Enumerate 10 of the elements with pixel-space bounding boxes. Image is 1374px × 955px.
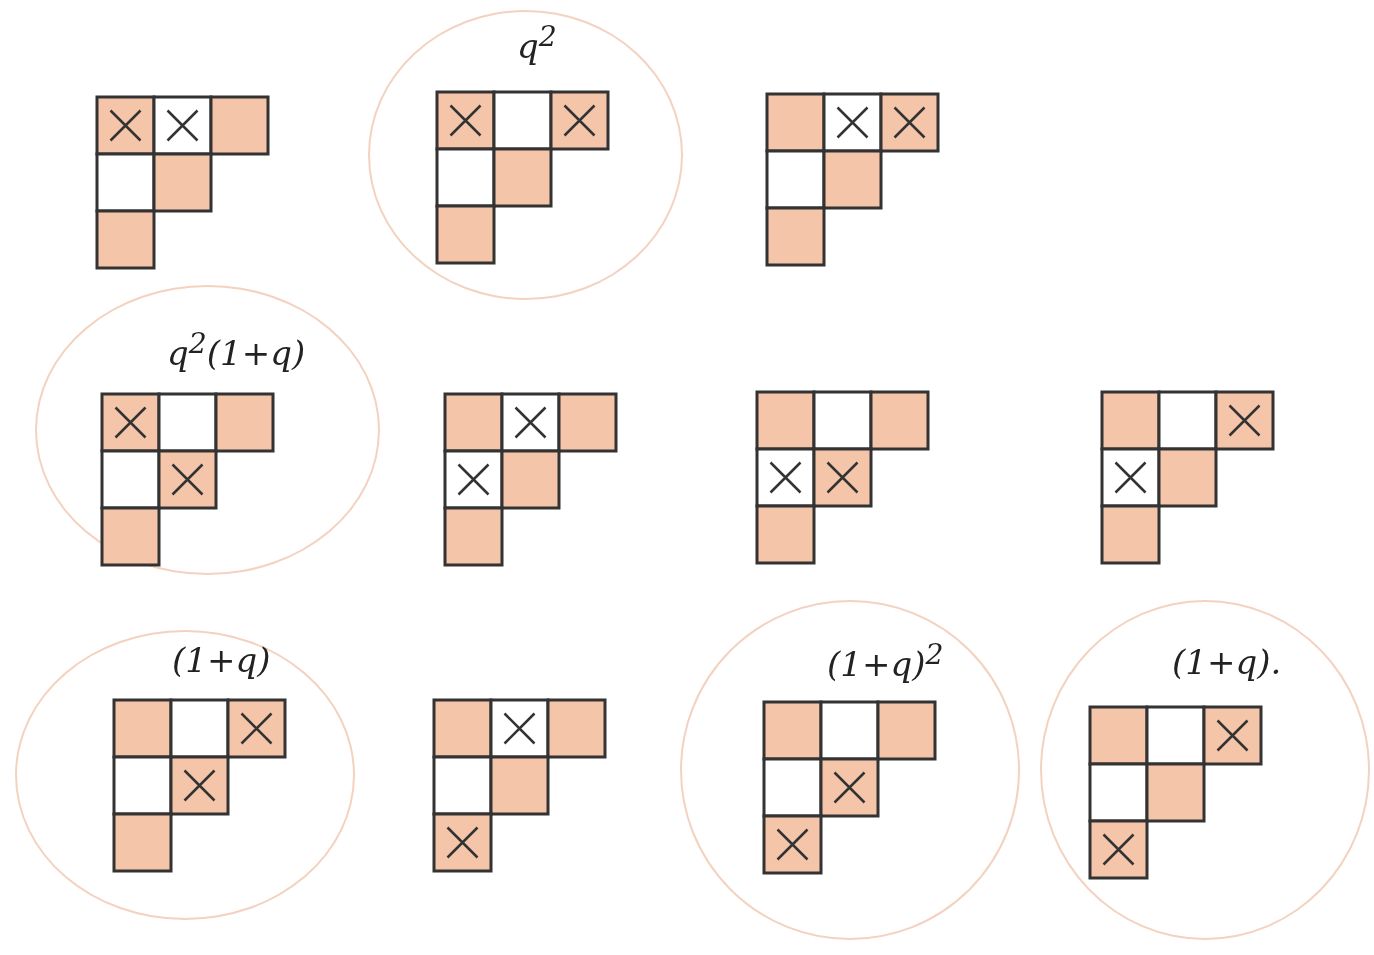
term-label: (1+q). [1172, 642, 1282, 682]
circled-group [680, 600, 1020, 940]
circled-group [1040, 600, 1370, 940]
circled-group [15, 630, 355, 920]
term-label: (1+q)$^{2}$ [827, 638, 944, 685]
term-label: q$^{2}$(1+q) [167, 327, 306, 374]
circled-group [35, 285, 380, 575]
term-label: q$^{2}$ [517, 20, 557, 67]
circled-group [368, 10, 683, 300]
term-label: (1+q) [172, 640, 271, 680]
